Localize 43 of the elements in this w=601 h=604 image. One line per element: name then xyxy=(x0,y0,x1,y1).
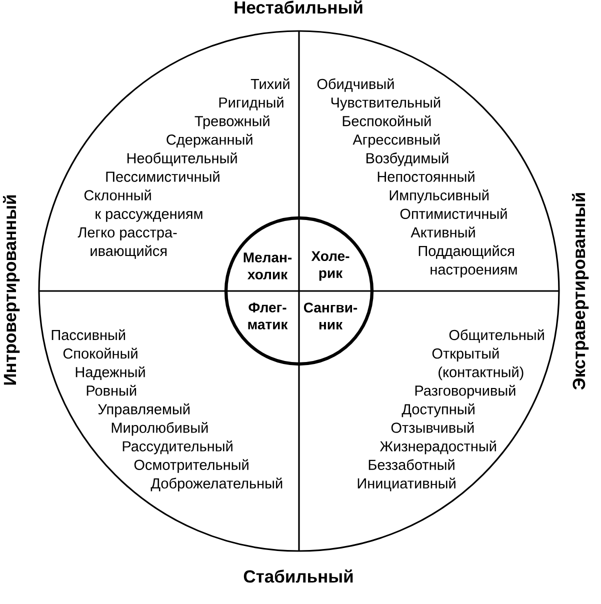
trait-label: Спокойный xyxy=(63,348,138,359)
trait-label: Инициативный xyxy=(358,478,456,492)
trait-label: Агрессивный xyxy=(352,134,440,148)
inner-quadrant: Сангви- ник xyxy=(298,290,374,366)
trait-label: Жизнерадостный xyxy=(380,440,496,454)
trait-label: Доброжелательный xyxy=(150,478,282,492)
trait-label: Непостоянный xyxy=(378,170,474,182)
trait-label: Активный xyxy=(410,226,475,238)
trait-label: Отзывчивый xyxy=(391,422,474,433)
trait-label: Обидчивый xyxy=(317,78,394,92)
trait-label: Оптимистичный xyxy=(400,208,507,219)
trait-label: Импульсивный xyxy=(390,190,488,204)
trait-label: Миролюбивый xyxy=(112,422,208,436)
trait-label: Тихий xyxy=(250,78,290,89)
trait-label: Открытый (контактный) xyxy=(432,348,524,380)
trait-label: Чувствительный xyxy=(331,96,440,111)
trait-label: Тревожный xyxy=(194,115,270,130)
axis-label: Нестабильный xyxy=(234,0,362,14)
trait-label: Управляемый xyxy=(98,403,190,418)
trait-label: Поддающийся настроениям xyxy=(418,245,517,278)
trait-label: Ригидный xyxy=(219,96,284,110)
trait-label: Доступный xyxy=(402,403,474,418)
trait-label: Ровный xyxy=(86,384,136,396)
trait-label: Легко расстра- ивающийся xyxy=(78,227,177,259)
trait-label: Беззаботный xyxy=(368,459,454,470)
trait-label: Возбудимый xyxy=(366,152,448,166)
trait-label: Общительный xyxy=(449,329,544,343)
trait-label: Склонный к рассуждениям xyxy=(84,190,202,222)
inner-quadrant: Холе- рик xyxy=(298,216,374,292)
trait-label: Сдержанный xyxy=(166,134,252,148)
trait-label: Надежный xyxy=(76,366,145,380)
trait-label: Беспокойный xyxy=(342,115,431,126)
axis-label: Стабильный xyxy=(244,569,353,583)
trait-label: Осмотрительный xyxy=(134,459,248,473)
trait-label: Пассивный xyxy=(52,329,126,340)
axis-label: Интровертированный xyxy=(2,195,20,385)
trait-label: Пессимистичный xyxy=(106,170,220,182)
inner-quadrant: Мелан- холик xyxy=(224,216,300,292)
trait-label: Разговорчивый xyxy=(415,384,516,399)
inner-quadrant: Флег- матик xyxy=(224,290,300,366)
axis-label: Экстравертированный xyxy=(572,193,589,390)
trait-label: Рассудительный xyxy=(122,440,232,454)
trait-label: Необщительный xyxy=(127,152,237,166)
